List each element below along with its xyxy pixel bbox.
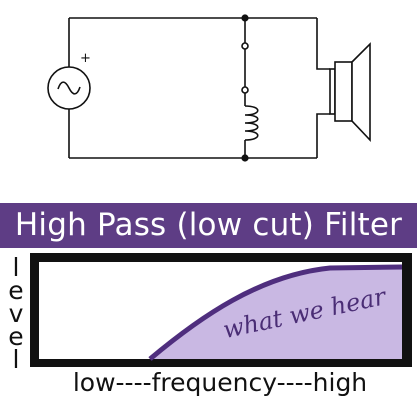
response-curve	[148, 264, 403, 361]
inductor-icon	[244, 105, 259, 141]
x-axis-label: low----frequency----high	[72, 368, 368, 397]
y-axis-label-letter: l	[12, 253, 20, 282]
ac-source-icon	[47, 66, 91, 110]
y-axis-label-letter: e	[8, 276, 24, 305]
speaker-icon	[329, 42, 371, 143]
audible-region-fill	[150, 267, 402, 359]
page-title: High Pass (low cut) Filter	[14, 207, 403, 243]
capacitor-icon	[241, 42, 249, 94]
source-polarity-label: +	[80, 51, 91, 66]
y-axis-label-letter: e	[8, 322, 24, 351]
circuit-diagram: +	[47, 14, 371, 162]
frequency-response-graph: what we hear	[30, 253, 412, 367]
title-banner: High Pass (low cut) Filter	[0, 203, 417, 248]
y-axis-label-letter: v	[8, 299, 24, 328]
y-axis-label-letter: l	[12, 345, 20, 374]
